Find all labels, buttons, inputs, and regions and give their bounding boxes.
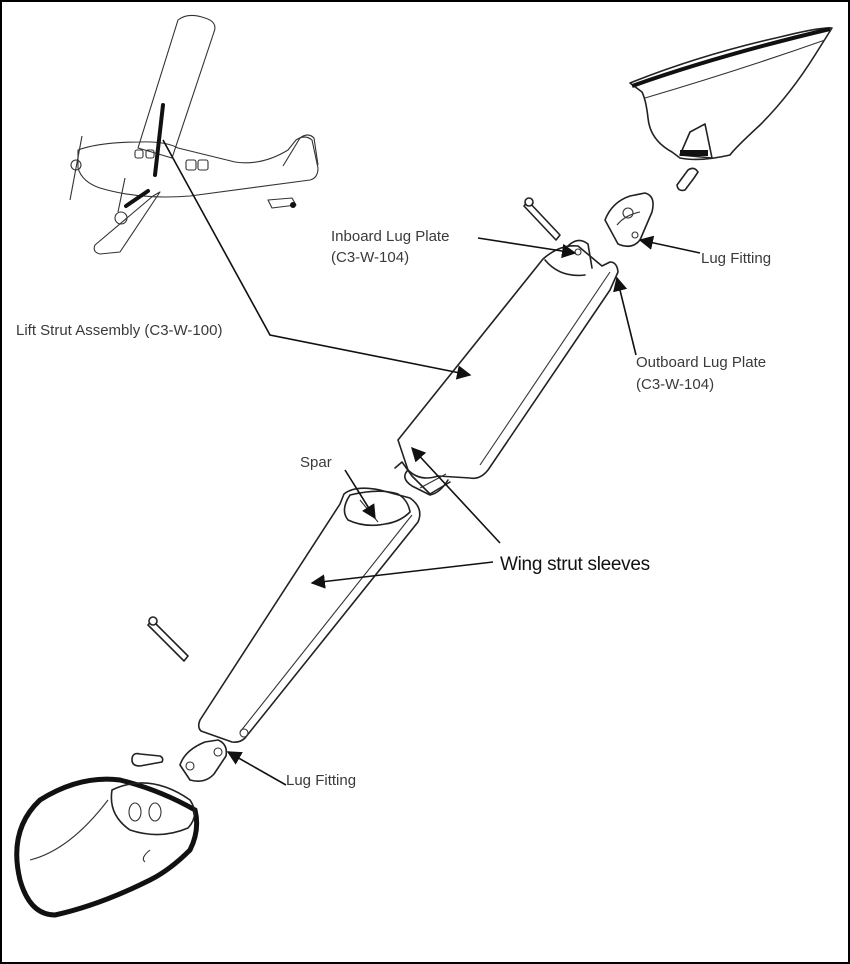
upper-lug-fitting xyxy=(604,192,654,248)
aircraft-window xyxy=(134,149,144,159)
aircraft-fuselage xyxy=(77,136,319,198)
leader-sleeve-lower xyxy=(310,561,494,589)
leader-sleeve-upper xyxy=(411,446,501,544)
leader-lines xyxy=(162,139,701,786)
label-outboard-lug-plate-part: (C3-W-104) xyxy=(636,376,714,393)
upper-pin xyxy=(523,197,561,241)
upper-fairing xyxy=(629,27,833,161)
aircraft-upper-wing xyxy=(137,14,216,159)
aircraft-propeller xyxy=(69,135,83,201)
label-lug-fitting-bottom: Lug Fitting xyxy=(286,772,356,789)
lower-lug-fitting xyxy=(179,739,228,782)
aircraft-strut-highlight xyxy=(153,103,165,177)
aircraft-window xyxy=(185,159,197,171)
lower-strut-sleeve xyxy=(197,461,451,743)
aircraft-tail xyxy=(282,134,319,167)
aircraft-strut-highlight-lower xyxy=(124,189,150,208)
lower-bolt xyxy=(131,752,164,767)
aircraft-lower-wing xyxy=(93,191,161,255)
lower-fairing xyxy=(14,776,200,918)
aircraft-overview xyxy=(69,14,319,255)
leader-outboard-lug xyxy=(613,276,637,356)
label-inboard-lug-plate: Inboard Lug Plate xyxy=(331,228,449,245)
aircraft-wheel xyxy=(114,211,128,225)
leader-lift-strut xyxy=(162,139,472,380)
label-outboard-lug-plate: Outboard Lug Plate xyxy=(636,354,766,371)
leader-lug-fitting-top xyxy=(638,235,701,254)
label-lug-fitting-top: Lug Fitting xyxy=(701,250,771,267)
label-lift-strut-assembly: Lift Strut Assembly (C3-W-100) xyxy=(16,322,222,339)
label-wing-strut-sleeves: Wing strut sleeves xyxy=(500,554,650,575)
leader-spar xyxy=(344,469,376,520)
label-inboard-lug-plate-part: (C3-W-104) xyxy=(331,249,409,266)
aircraft-spinner xyxy=(70,159,82,171)
label-spar: Spar xyxy=(300,454,332,471)
aircraft-window xyxy=(197,159,209,171)
aircraft-gear xyxy=(117,177,126,213)
aircraft-tailwheel xyxy=(290,202,296,208)
upper-bolt xyxy=(676,167,699,192)
lower-pin xyxy=(147,616,189,662)
leader-inboard-lug xyxy=(477,237,577,259)
aircraft-window xyxy=(145,149,155,159)
leader-lug-fitting-bottom xyxy=(226,751,287,786)
